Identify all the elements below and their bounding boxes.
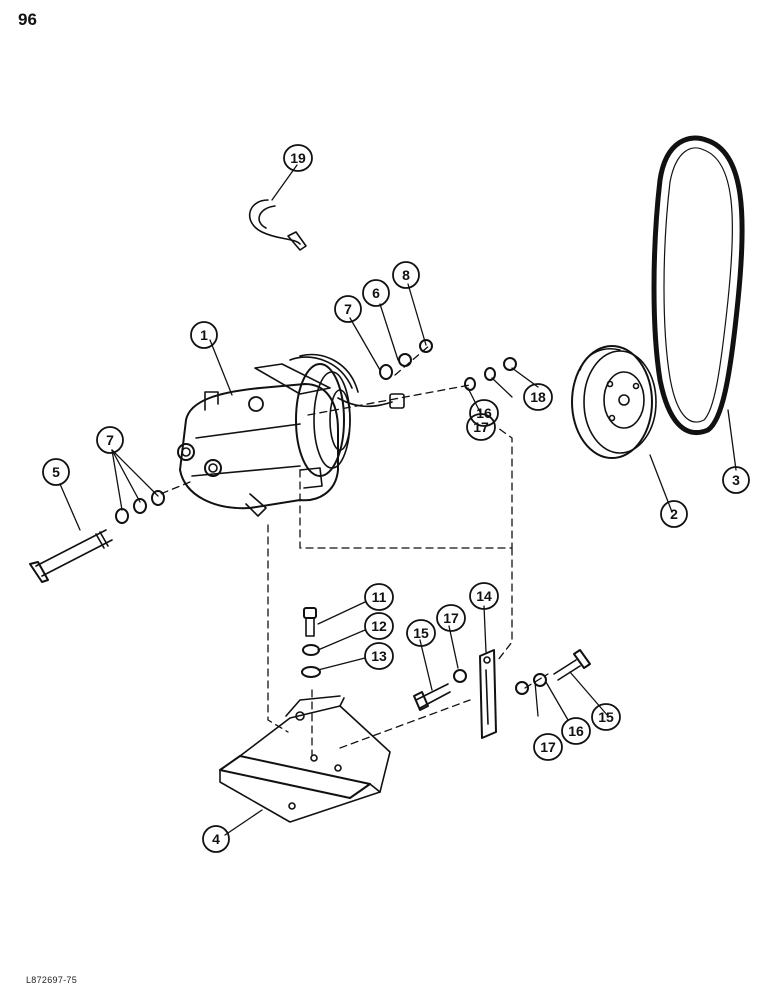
callout-4: [202, 825, 230, 853]
callout-label-13: 13: [371, 648, 387, 664]
hardware-front: [115, 339, 517, 524]
callouts: [42, 144, 750, 853]
callout-label-5: 5: [52, 464, 60, 480]
callout-label-16a: 16: [476, 405, 492, 421]
callout-label-15a: 15: [413, 625, 429, 641]
callout-8: [392, 261, 420, 289]
callout-label-15b: 15: [598, 709, 614, 725]
adjust-bracket-part: [413, 649, 591, 739]
callout-16b: [561, 717, 591, 745]
callout-11: [364, 583, 394, 611]
compressor-part: [177, 353, 405, 517]
callout-label-8: 8: [402, 267, 410, 283]
callout-2: [660, 500, 688, 528]
callout-label-12: 12: [371, 618, 387, 634]
mount-bracket-part: [219, 695, 391, 823]
callout-label-14: 14: [476, 588, 492, 604]
callout-5: [42, 458, 70, 486]
callout-label-2: 2: [670, 506, 678, 522]
callout-18: [523, 383, 553, 411]
drive-belt-part: [651, 135, 745, 435]
callout-17c: [533, 733, 563, 761]
callout-label-17a: 17: [473, 419, 489, 435]
pulley-part: [571, 345, 657, 459]
callout-label-1: 1: [200, 327, 208, 343]
callout-label-6: 6: [372, 285, 380, 301]
bolt-11-part: [301, 607, 321, 678]
callout-label-7a: 7: [344, 301, 352, 317]
callout-15a: [406, 619, 436, 647]
callout-label-3: 3: [732, 472, 740, 488]
callout-label-7b: 7: [106, 432, 114, 448]
callout-label-18: 18: [530, 389, 546, 405]
bolt-5-part: [29, 529, 113, 583]
callout-15b: [591, 703, 621, 731]
strap-part: [248, 199, 307, 251]
callout-label-11: 11: [372, 589, 387, 605]
callout-6: [362, 279, 390, 307]
callout-14: [469, 582, 499, 610]
callout-17a: [466, 413, 496, 441]
callout-label-19: 19: [290, 150, 306, 166]
callout-17b: [436, 604, 466, 632]
callout-3: [722, 466, 750, 494]
callout-label-17c: 17: [540, 739, 556, 755]
callout-19: [283, 144, 313, 172]
figure-code: L872697-75: [26, 975, 78, 985]
callout-label-17b: 17: [443, 610, 459, 626]
page-number: 96: [18, 10, 37, 29]
callout-1: [190, 321, 218, 349]
callout-label-16b: 16: [568, 723, 584, 739]
callout-label-4: 4: [212, 831, 220, 847]
callout-13: [364, 642, 394, 670]
callout-7a: [334, 295, 362, 323]
callout-16a: [469, 399, 499, 427]
callout-12: [364, 612, 394, 640]
callout-7b: [96, 426, 124, 454]
